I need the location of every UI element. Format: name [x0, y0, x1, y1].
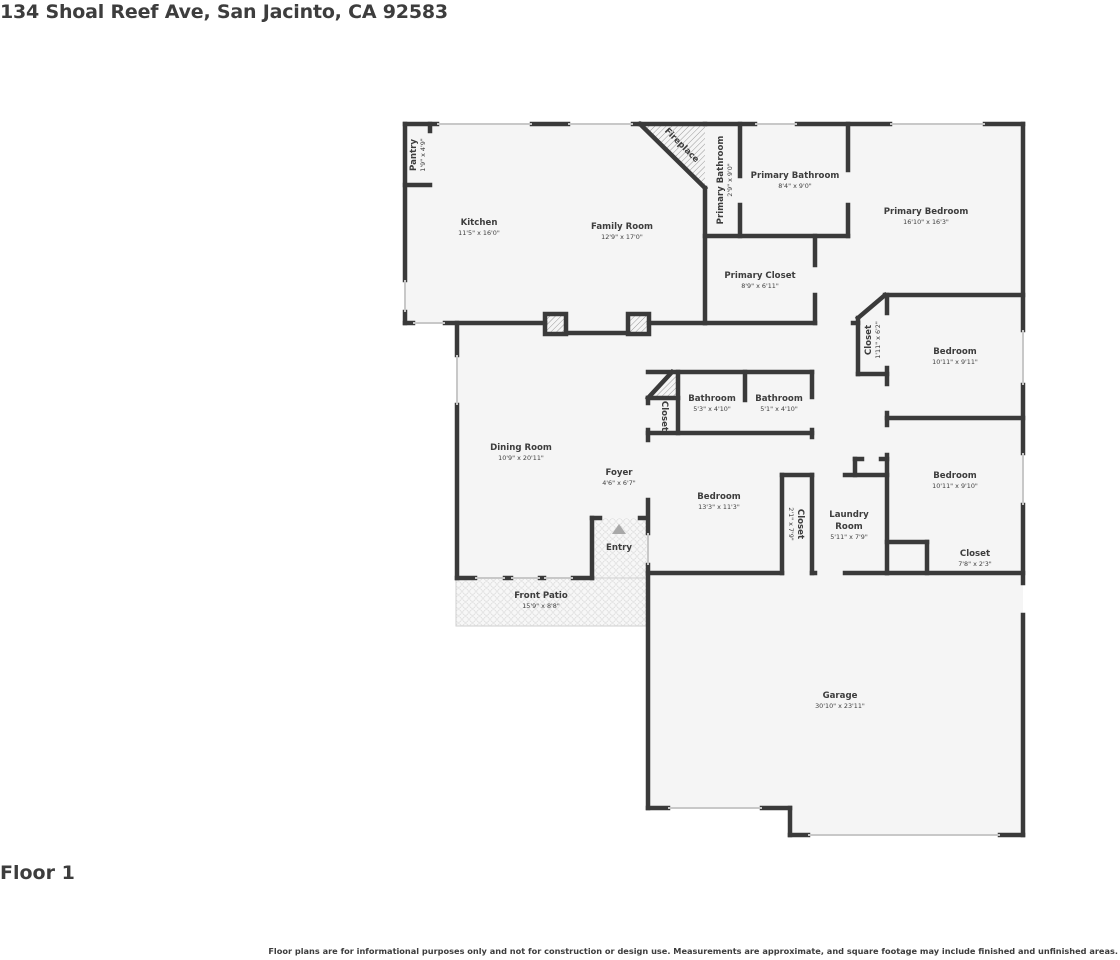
- room-dims-bedroom-3: 13'3" x 11'3": [698, 503, 740, 511]
- room-name-bathroom-1: Bathroom: [688, 394, 736, 404]
- floor-fill: [405, 124, 1023, 835]
- room-name-family-room: Family Room: [591, 222, 653, 232]
- room-name-primary-bathroom: Primary Bathroom: [751, 171, 840, 181]
- room-name-bedroom-4: Bedroom: [933, 471, 977, 481]
- room-name-primary-bathroom-small: Primary Bathroom: [716, 136, 726, 225]
- room-dims-bedroom-4: 10'11" x 9'10": [932, 482, 978, 490]
- room-dims-foyer: 4'6" x 6'7": [602, 479, 636, 487]
- room-dims-primary-closet: 8'9" x 6'11": [741, 282, 779, 290]
- room-name-garage: Garage: [823, 691, 858, 701]
- room-dims-bathroom-2: 5'1" x 4'10": [760, 405, 798, 413]
- walls: [402, 120, 1026, 838]
- column: [628, 314, 649, 334]
- room-dims-family-room: 12'9" x 17'0": [601, 233, 643, 241]
- entry-bump: [855, 459, 885, 475]
- room-dims-front-patio: 15'9" x 8'8": [522, 602, 560, 610]
- room-labels: Pantry 1'9" x 4'9" Kitchen 11'5" x 16'0"…: [409, 126, 992, 710]
- room-name-closet-4: Closet: [960, 549, 990, 559]
- windows: [404, 123, 1024, 836]
- room-name-closet-2: Closet: [659, 401, 669, 431]
- room-name-closet-3: Closet: [795, 509, 805, 539]
- disclaimer: Floor plans are for informational purpos…: [268, 946, 1118, 956]
- room-name-kitchen: Kitchen: [461, 218, 498, 228]
- room-name-bedroom-2: Bedroom: [933, 347, 977, 357]
- room-dims-closet-1: 1'11" x 6'2": [874, 321, 882, 359]
- room-dims-pantry: 1'9" x 4'9": [419, 138, 427, 172]
- room-name-foyer: Foyer: [605, 468, 633, 478]
- property-address: 134 Shoal Reef Ave, San Jacinto, CA 9258…: [0, 1, 448, 23]
- room-name-closet-1: Closet: [864, 325, 874, 355]
- room-dims-dining-room: 10'9" x 20'11": [498, 454, 544, 462]
- column: [545, 314, 566, 334]
- room-dims-primary-bathroom: 8'4" x 9'0": [778, 182, 812, 190]
- room-dims-closet-4: 7'8" x 2'3": [958, 560, 992, 568]
- floor-label: Floor 1: [0, 862, 75, 884]
- room-name-primary-bedroom: Primary Bedroom: [884, 207, 969, 217]
- room-name-bedroom-3: Bedroom: [697, 492, 741, 502]
- room-dims-primary-bathroom-small: 2'9" x 9'0": [726, 163, 734, 197]
- room-dims-closet-3: 2'1" x 7'9": [787, 507, 795, 541]
- room-dims-bedroom-2: 10'11" x 9'11": [932, 358, 978, 366]
- room-name-laundry-room-2: Room: [835, 522, 862, 532]
- room-dims-kitchen: 11'5" x 16'0": [458, 229, 500, 237]
- room-name-front-patio: Front Patio: [514, 591, 568, 601]
- room-name-pantry: Pantry: [409, 139, 419, 171]
- room-name-dining-room: Dining Room: [490, 443, 552, 453]
- room-name-entry: Entry: [606, 543, 632, 553]
- room-name-primary-closet: Primary Closet: [724, 271, 795, 281]
- room-dims-laundry-room: 5'11" x 7'9": [830, 533, 868, 541]
- entry-arrow-icon: [612, 524, 626, 534]
- room-dims-primary-bedroom: 16'10" x 16'3": [903, 218, 949, 226]
- room-name-bathroom-2: Bathroom: [755, 394, 803, 404]
- room-name-laundry-room: Laundry: [829, 510, 869, 520]
- room-dims-bathroom-1: 5'3" x 4'10": [693, 405, 731, 413]
- room-dims-garage: 30'10" x 23'11": [815, 702, 865, 710]
